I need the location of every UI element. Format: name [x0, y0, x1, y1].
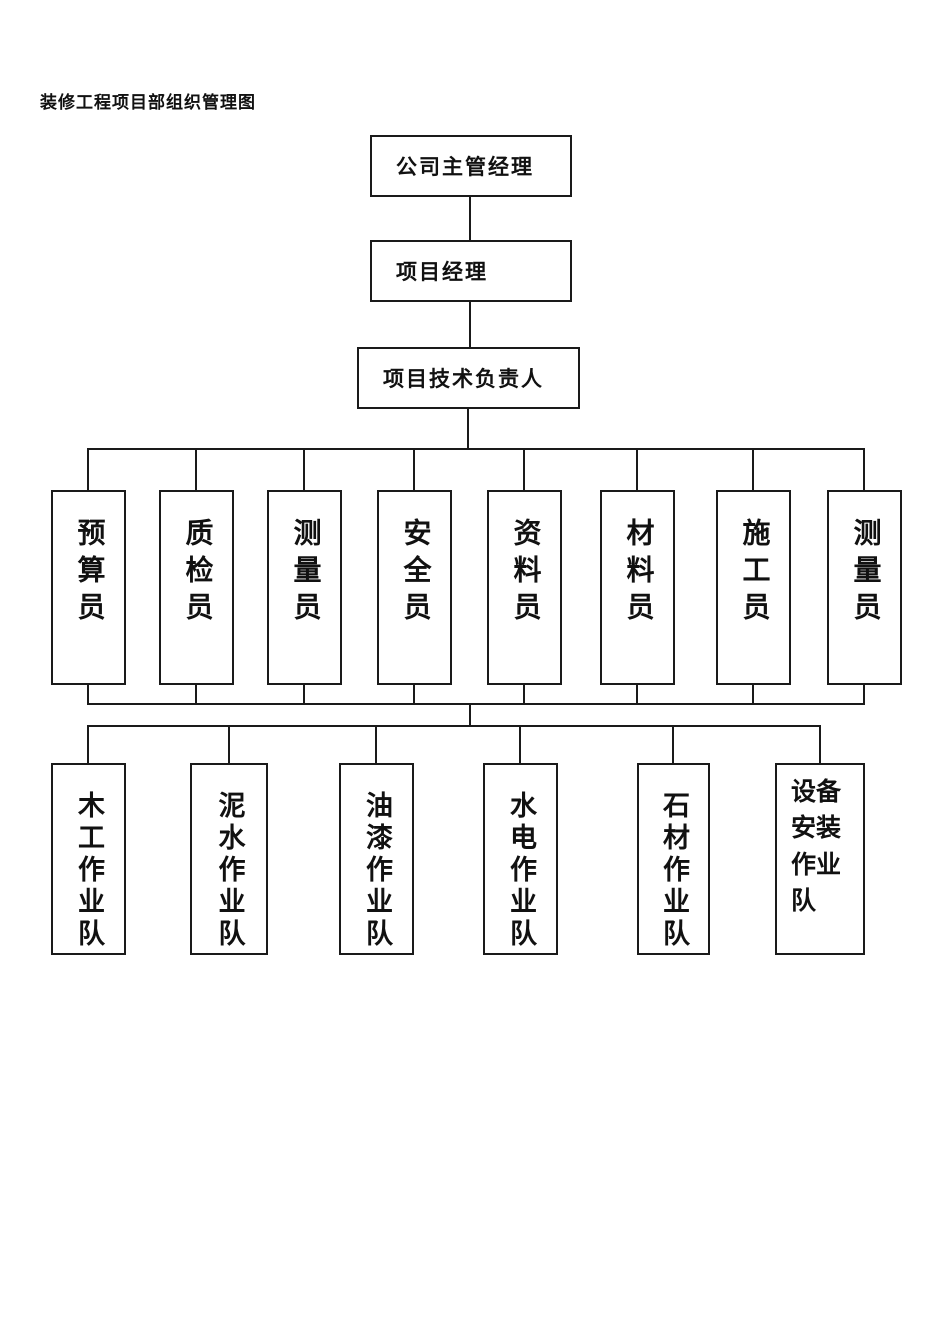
org-box-staff-safety: 安全员 — [377, 490, 452, 685]
connector-line — [523, 448, 525, 490]
org-box-team-painting-label: 油漆作业队 — [362, 791, 392, 951]
org-box-staff-budget: 预算员 — [51, 490, 126, 685]
org-box-team-equipment-install: 设备安装作业队 — [775, 763, 865, 955]
org-box-project-manager: 项目经理 — [370, 240, 572, 302]
org-box-team-carpentry-label: 木工作业队 — [74, 791, 104, 951]
org-box-tech-leader-label: 项目技术负责人 — [383, 367, 544, 391]
org-box-staff-material: 材料员 — [600, 490, 675, 685]
connector-line — [303, 685, 305, 703]
connector-line — [87, 448, 89, 490]
connector-line — [195, 448, 197, 490]
org-box-team-painting: 油漆作业队 — [339, 763, 414, 955]
connector-line — [519, 725, 521, 763]
org-box-staff-quality: 质检员 — [159, 490, 234, 685]
org-box-team-stone-label: 石材作业队 — [659, 791, 689, 951]
connector-line — [863, 448, 865, 490]
org-box-staff-quality-label: 质检员 — [181, 518, 213, 629]
connector-bus-teams — [87, 725, 821, 727]
org-box-staff-material-label: 材料员 — [622, 518, 654, 629]
org-box-tech-leader: 项目技术负责人 — [357, 347, 580, 409]
org-box-staff-survey-2-label: 测量员 — [849, 518, 881, 629]
connector-line — [672, 725, 674, 763]
org-box-staff-document: 资料员 — [487, 490, 562, 685]
org-box-top-manager-label: 公司主管经理 — [396, 155, 534, 179]
connector-line — [467, 409, 469, 449]
org-box-project-manager-label: 项目经理 — [396, 260, 488, 284]
connector-bus-staff — [88, 448, 865, 450]
connector-line — [87, 685, 89, 703]
org-box-team-masonry: 泥水作业队 — [190, 763, 268, 955]
org-box-staff-survey-2: 测量员 — [827, 490, 902, 685]
org-box-team-plumbing-electrical-label: 水电作业队 — [506, 791, 536, 951]
org-box-team-masonry-label: 泥水作业队 — [214, 791, 245, 951]
org-box-team-stone: 石材作业队 — [637, 763, 710, 955]
connector-line — [413, 685, 415, 703]
org-box-top-manager: 公司主管经理 — [370, 135, 572, 197]
connector-line — [303, 448, 305, 490]
connector-line — [469, 197, 471, 240]
org-box-staff-document-label: 资料员 — [509, 518, 541, 629]
connector-line — [375, 725, 377, 763]
connector-line — [87, 725, 89, 763]
org-box-team-equipment-install-label: 设备安装作业队 — [791, 779, 842, 915]
org-box-team-plumbing-electrical: 水电作业队 — [483, 763, 558, 955]
org-box-staff-survey-1-label: 测量员 — [289, 518, 321, 629]
connector-line — [752, 685, 754, 703]
connector-line — [228, 725, 230, 763]
connector-line — [819, 725, 821, 763]
org-box-staff-safety-label: 安全员 — [399, 518, 431, 629]
connector-line — [636, 685, 638, 703]
org-box-staff-construction-label: 施工员 — [738, 518, 770, 629]
org-box-team-carpentry: 木工作业队 — [51, 763, 126, 955]
connector-line — [752, 448, 754, 490]
org-box-staff-construction: 施工员 — [716, 490, 791, 685]
connector-bus-mid — [87, 703, 865, 705]
org-box-staff-budget-label: 预算员 — [73, 518, 105, 629]
page-title: 装修工程项目部组织管理图 — [40, 93, 256, 112]
connector-line — [863, 685, 865, 703]
connector-line — [469, 302, 471, 347]
org-box-staff-survey-1: 测量员 — [267, 490, 342, 685]
connector-line — [636, 448, 638, 490]
connector-line — [469, 703, 471, 727]
connector-line — [195, 685, 197, 703]
connector-line — [413, 448, 415, 490]
connector-line — [523, 685, 525, 703]
